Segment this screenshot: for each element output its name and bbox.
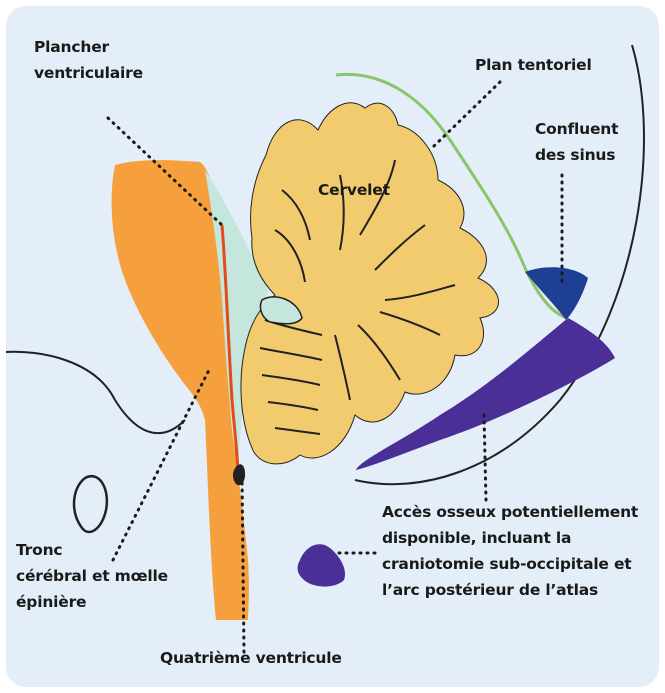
label-cervelet: Cervelet <box>318 177 390 203</box>
label-plan-tentoriel: Plan tentoriel <box>475 52 592 78</box>
label-confluent-des-sinus: Confluent des sinus <box>535 116 618 168</box>
label-quatrieme-ventricule: Quatrième ventricule <box>160 645 342 671</box>
label-plancher-ventriculaire: Plancher ventriculaire <box>34 34 143 86</box>
label-tronc-cerebral: Tronc cérébral et mœlle épinière <box>16 537 168 615</box>
label-acces-osseux: Accès osseux potentiellement disponible,… <box>382 499 638 603</box>
